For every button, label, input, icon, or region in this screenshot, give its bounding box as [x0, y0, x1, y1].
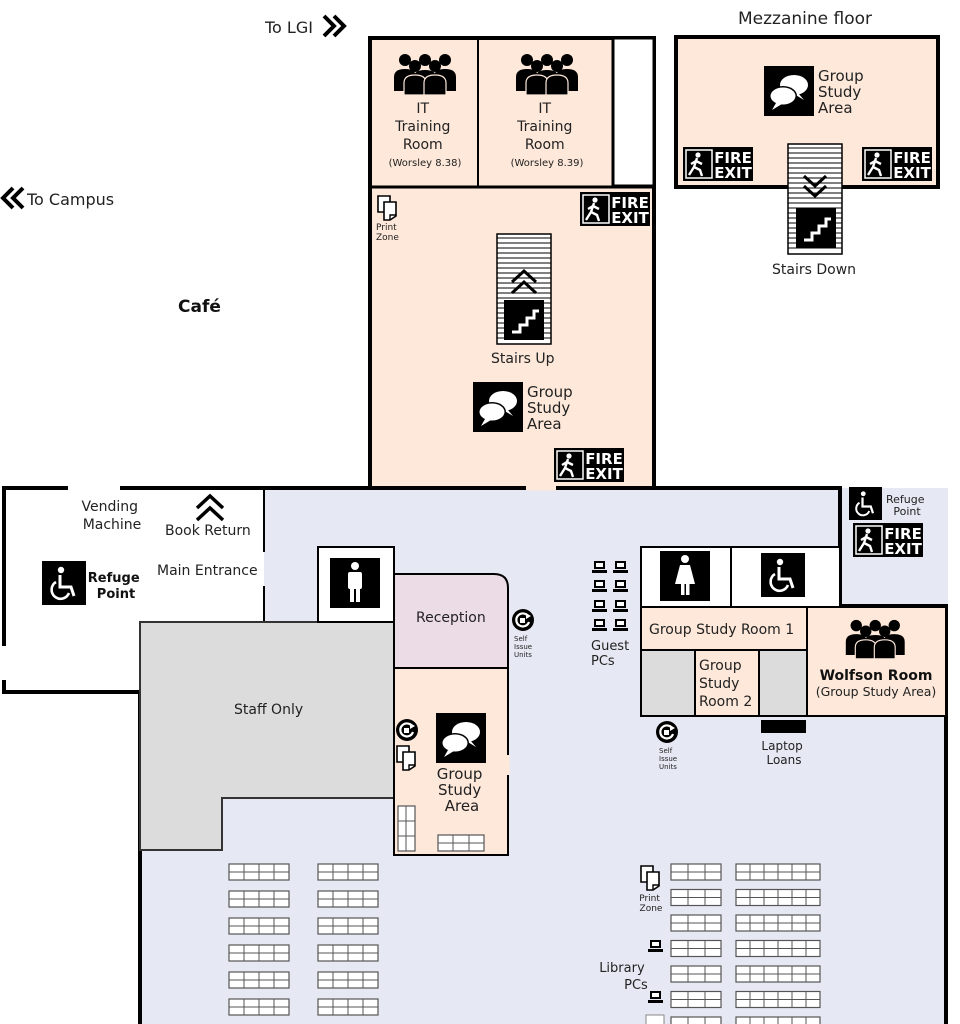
- chevron-left-icon: [0, 186, 25, 210]
- running-man-icon: [855, 525, 883, 555]
- accessible-toilet-icon: [759, 551, 807, 599]
- svg-text:EXIT: EXIT: [714, 164, 752, 182]
- svg-text:EXIT: EXIT: [893, 164, 931, 182]
- upper-group-study-label: Group Study Area: [527, 383, 577, 433]
- stairs-down[interactable]: [787, 143, 843, 255]
- chevron-up-icon: [510, 268, 538, 295]
- group-study-icon: [436, 713, 486, 763]
- it-training-room-1[interactable]: IT Training Room (Worsley 8.38): [389, 101, 462, 169]
- group-study-room-2: [694, 649, 760, 717]
- svg-text:EXIT: EXIT: [585, 465, 623, 483]
- staff-only-label: Staff Only: [234, 702, 303, 718]
- center-group-study-label: Group Study Area: [437, 765, 487, 815]
- wolfson-room-label[interactable]: Wolfson Room: [820, 668, 933, 684]
- stairs-icon: [502, 298, 546, 342]
- svg-text:EXIT: EXIT: [884, 540, 922, 558]
- people-icon: [393, 53, 457, 96]
- pc-icon: [648, 940, 663, 952]
- main-entrance-label[interactable]: Main Entrance: [157, 563, 258, 579]
- chevron-down-icon: [802, 174, 828, 199]
- entrance-wall: [2, 486, 142, 1024]
- reception-label[interactable]: Reception: [416, 610, 486, 626]
- refuge-point-label-right: Refuge Point: [886, 493, 928, 518]
- vending-machine-label: Vending Machine: [82, 499, 143, 533]
- people-icon: [845, 619, 906, 660]
- wolfson-room-sublabel: (Group Study Area): [816, 684, 937, 699]
- svg-text:FIRE: FIRE: [611, 194, 649, 212]
- svg-text:FIRE: FIRE: [585, 450, 623, 468]
- print-zone-label: Print Zone: [639, 894, 663, 914]
- running-man-icon: [582, 194, 610, 224]
- svg-text:FIRE: FIRE: [893, 149, 931, 167]
- female-toilet-icon: [660, 551, 710, 601]
- to-lgi-label[interactable]: To LGI: [264, 18, 313, 37]
- pc-icon: [648, 991, 663, 1003]
- stairs-icon: [794, 206, 838, 250]
- to-campus-label[interactable]: To Campus: [26, 190, 114, 209]
- library-pcs-label[interactable]: Library PCs: [599, 961, 649, 993]
- self-issue-label: Self Issue Units: [514, 635, 534, 659]
- svg-text:EXIT: EXIT: [611, 209, 649, 227]
- print-zone-label: Print Zone: [376, 223, 400, 243]
- running-man-icon: [685, 149, 713, 179]
- wheelchair-icon: [847, 485, 884, 522]
- self-issue-icon[interactable]: [654, 719, 680, 745]
- stairs-up[interactable]: [496, 233, 552, 345]
- guest-pcs-label: Guest PCs: [591, 639, 633, 669]
- desk-block: [397, 805, 485, 852]
- self-issue-icon[interactable]: [510, 607, 536, 633]
- laptop-loans-counter: [761, 720, 806, 733]
- laptop-loans-label: Laptop Loans: [761, 739, 806, 767]
- self-issue-label: Self Issue Units: [659, 747, 679, 771]
- wheelchair-icon: [40, 559, 88, 607]
- group-study-room-1-label[interactable]: Group Study Room 1: [649, 622, 794, 638]
- running-man-icon: [864, 149, 892, 179]
- svg-text:FIRE: FIRE: [884, 525, 922, 543]
- chevron-up-icon: [195, 493, 225, 522]
- people-icon: [515, 53, 579, 96]
- running-man-icon: [556, 450, 584, 480]
- refuge-point-label: Refuge Point: [88, 571, 144, 602]
- group-study-icon: [764, 66, 814, 116]
- it-training-room-2[interactable]: IT Training Room (Worsley 8.39): [511, 101, 584, 169]
- cafe-label: Café: [178, 297, 221, 317]
- svg-text:FIRE: FIRE: [714, 149, 752, 167]
- self-issue-icon[interactable]: [394, 717, 420, 743]
- mezz-group-study-label: Group Study Area: [818, 67, 868, 117]
- chevron-right-icon: [322, 14, 347, 38]
- stairs-up-label: Stairs Up: [491, 351, 555, 367]
- group-study-icon: [473, 382, 523, 432]
- group-study-room-2-label[interactable]: Group Study Room 2: [699, 658, 752, 710]
- mezzanine-title: Mezzanine floor: [738, 9, 872, 29]
- book-return-label: Book Return: [165, 523, 251, 539]
- reception-room: [393, 573, 509, 669]
- male-toilet-icon: [330, 558, 380, 608]
- stairs-down-label: Stairs Down: [772, 262, 856, 278]
